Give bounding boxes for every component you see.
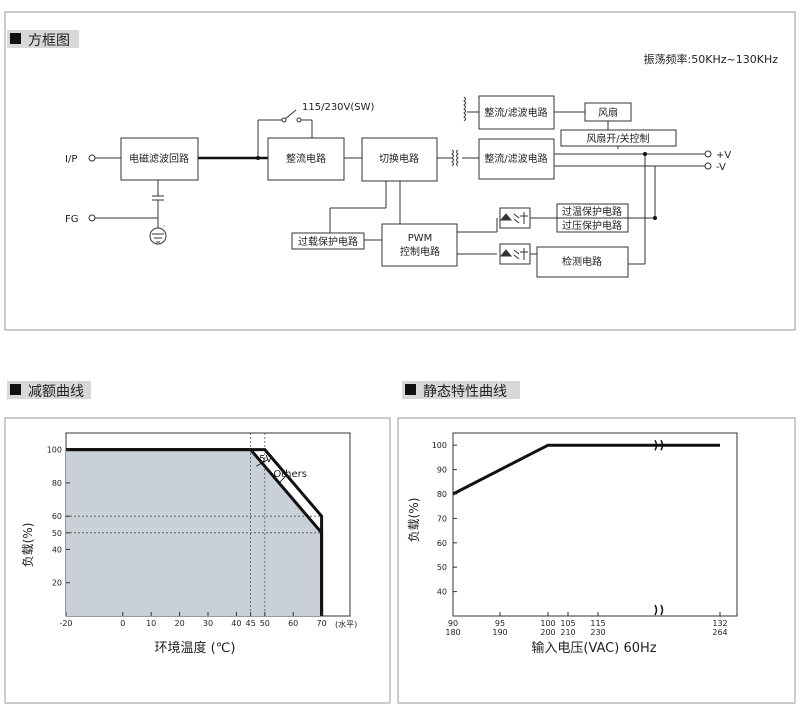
y-tick-label: 90 [437,466,447,475]
x-tick-label: 132 [712,619,727,628]
x-tick-label-alt: 230 [590,628,605,637]
pwm-block [382,224,457,266]
static-chart: 4050607080901009018095190100200105210115… [432,433,737,637]
pwm-sublabel: 控制电路 [400,245,440,258]
x-tick-label: -20 [59,619,72,628]
block-diagram-section: 方框图 振荡频率:50KHz~130KHz I/P FG [5,12,795,330]
x-tick-label-alt: 200 [540,628,555,637]
x-tick-label-alt: 190 [492,628,507,637]
section-title-derating: 减额曲线 [28,384,84,400]
emi-filter-label: 电磁滤波回路 [129,152,189,165]
otp-label: 过温保护电路 [562,205,622,218]
x-tick-label: 115 [590,619,605,628]
x-tick-label: 50 [260,619,270,628]
y-tick-label: 80 [52,479,62,488]
x-tick-label: 20 [175,619,185,628]
vminus-terminal [705,163,711,169]
switch-contact [297,118,301,122]
y-tick-label: 70 [437,514,447,523]
switch-contact [282,118,286,122]
y-tick-label: 40 [52,545,62,554]
junction-dot [653,216,657,220]
olp-label: 过载保护电路 [298,235,358,248]
pwm-label: PWM [408,233,433,244]
x-tick-label: 90 [448,619,458,628]
section-marker [10,33,21,44]
y-tick-label: 60 [52,512,62,521]
fg-label: FG [65,214,79,225]
fan-label: 风扇 [598,106,618,119]
rectifier-filter-main-label: 整流/滤波电路 [484,152,547,165]
section-marker [405,384,416,395]
ip-terminal [89,155,95,161]
y-tick-label: 60 [437,539,447,548]
y-tick-label: 40 [437,588,447,597]
x-tick-label: 30 [203,619,213,628]
junction-dot [256,156,260,160]
x-tick-label-alt: 210 [560,628,575,637]
section-title-static: 静态特性曲线 [423,384,507,400]
rectifier-label: 整流电路 [286,152,326,165]
switching-label: 切换电路 [379,152,419,165]
derating-ylabel: 负载(%) [21,523,35,568]
x-tick-label-alt: 180 [445,628,460,637]
fg-terminal [89,215,95,221]
x-tick-label: 40 [231,619,241,628]
fan-control-label: 风扇开/关控制 [586,132,649,145]
x-tick-label: 45 [246,619,256,628]
y-tick-label: 50 [52,529,62,538]
switch-label: 115/230V(SW) [302,102,375,113]
x-tick-label: 105 [560,619,575,628]
rectifier-filter-top-label: 整流/滤波电路 [484,106,547,119]
x-tick-label: 10 [146,619,156,628]
static-xlabel: 输入电压(VAC) 60Hz [531,640,656,656]
detect-label: 检测电路 [562,255,602,268]
x-tick-label: 100 [540,619,555,628]
series-label-5v: 5V [259,454,272,465]
vplus-terminal [705,151,711,157]
section-title-block-diagram: 方框图 [28,33,70,49]
static-ylabel: 负载(%) [407,498,421,543]
ip-label: I/P [65,154,77,165]
x-tick-label-alt: 264 [712,628,727,637]
y-tick-label: 80 [437,490,447,499]
y-tick-label: 100 [432,441,447,450]
vplus-label: +V [716,150,731,161]
x-tick-label: 0 [120,619,125,628]
derating-xlabel: 环境温度 (℃) [155,640,236,656]
x-tick-label: 70 [317,619,327,628]
ovp-label: 过压保护电路 [562,219,622,232]
y-tick-label: 50 [437,563,447,572]
x-tick-label: 60 [288,619,298,628]
oscillation-frequency: 振荡频率:50KHz~130KHz [644,52,779,66]
y-tick-label: 100 [47,446,62,455]
vminus-label: -V [716,162,726,173]
section-marker [10,384,21,395]
plot-area [453,433,737,616]
series-label-others: Others [273,469,307,480]
derating-x-unit: (水平) [335,619,357,629]
y-tick-label: 20 [52,579,62,588]
junction-dot [643,152,647,156]
x-tick-label: 95 [495,619,505,628]
